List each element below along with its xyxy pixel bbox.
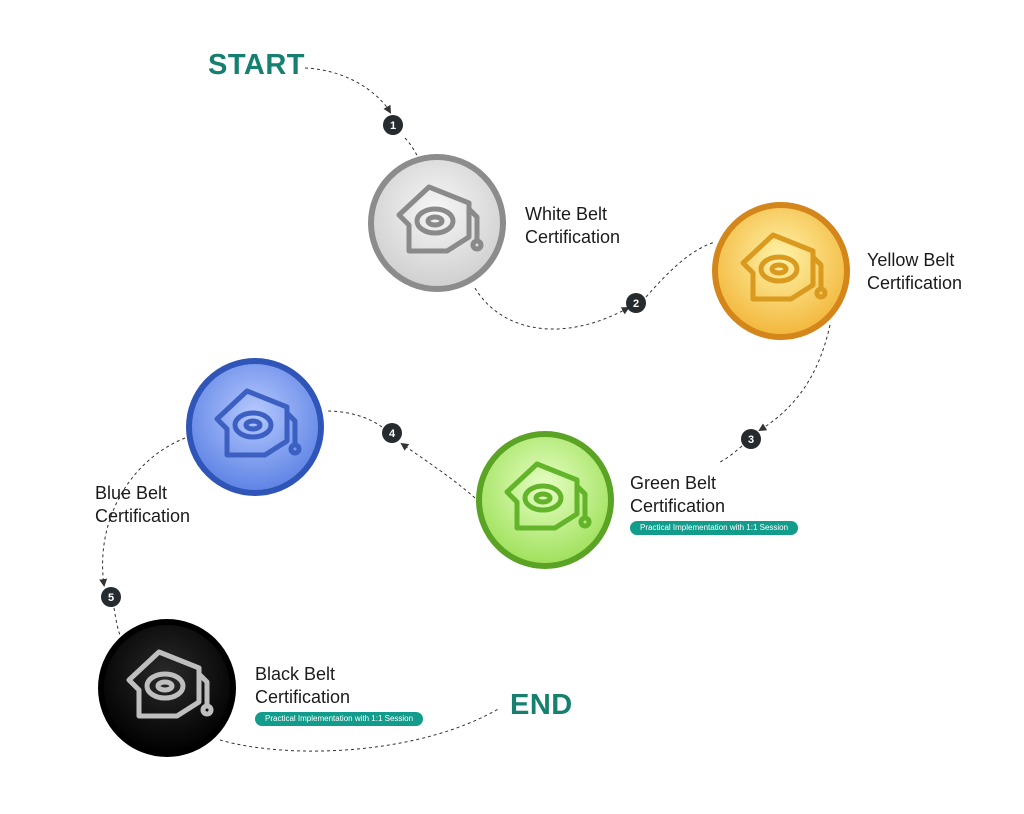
svg-text:3: 3 [748,434,754,446]
blue-belt-medal [186,358,324,496]
connector-start-1 [304,67,392,114]
svg-text:2: 2 [633,298,639,310]
step-marker-3: 3 [741,429,761,449]
black-belt-title: Black Belt Certification [255,663,350,709]
graduation-cap-icon [740,232,828,302]
connector-3-green [719,445,743,463]
step-marker-1: 1 [383,115,403,135]
svg-text:5: 5 [108,592,114,604]
green-belt-line1: Green Belt [630,473,717,493]
green-belt-medal [476,431,614,569]
connector-green-4 [400,442,476,499]
blue-belt-line1: Blue Belt [95,483,168,503]
black-belt-line2: Certification [255,687,351,707]
connector-blue-5 [99,437,186,587]
yellow-belt-medal [712,202,850,340]
graduation-cap-icon [214,388,302,458]
connector-5-black [113,607,123,641]
graduation-cap-icon [396,184,484,254]
svg-text:4: 4 [389,428,396,440]
step-marker-5: 5 [101,587,121,607]
white-belt-medal [368,154,506,292]
blue-belt-title: Blue Belt Certification [95,482,190,528]
svg-text:1: 1 [390,120,396,132]
white-belt-line2: Certification [525,227,621,247]
black-belt-medal [98,619,236,757]
connector-2-yellow [645,241,716,298]
black-belt-line1: Black Belt [255,664,336,684]
yellow-belt-line1: Yellow Belt [867,250,955,270]
white-belt-line1: White Belt [525,204,608,224]
end-label: END [510,689,573,721]
graduation-cap-icon [126,649,214,719]
black-belt-badge: Practical Implementation with 1:1 Sessio… [255,712,424,726]
green-belt-title: Green Belt Certification [630,472,725,518]
white-belt-title: White Belt Certification [525,203,620,249]
connectors [99,67,831,752]
connector-yellow-3 [758,324,831,432]
connector-1-white [404,137,419,158]
green-belt-badge: Practical Implementation with 1:1 Sessio… [630,521,799,535]
step-marker-2: 2 [626,293,646,313]
graduation-cap-icon [504,461,592,531]
start-label: START [208,49,306,81]
green-belt-line2: Certification [630,496,726,516]
connector-4-blue [324,410,383,428]
blue-belt-line2: Certification [95,506,191,526]
connector-white-2 [474,287,630,330]
step-marker-4: 4 [382,423,402,443]
connector-black-end [219,707,501,752]
yellow-belt-title: Yellow Belt Certification [867,249,962,295]
yellow-belt-line2: Certification [867,273,963,293]
